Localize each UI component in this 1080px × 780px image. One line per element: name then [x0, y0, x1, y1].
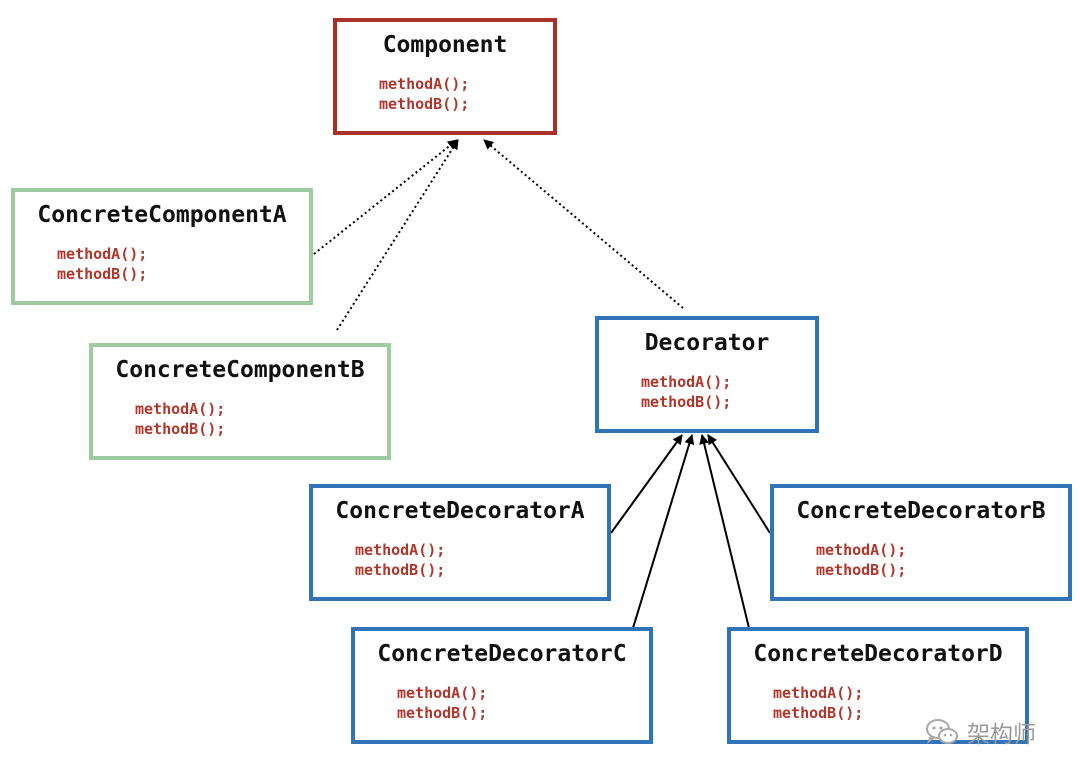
- edge-concrete-decorator-c-to-decorator: [632, 434, 695, 629]
- method-item: methodA();: [773, 684, 864, 702]
- method-list: methodA(); methodB();: [773, 683, 863, 723]
- method-list: methodA(); methodB();: [355, 540, 445, 580]
- edge-concrete-component-b-to-component: [336, 139, 459, 331]
- method-item: methodA();: [135, 400, 226, 418]
- method-item: methodA();: [355, 541, 446, 559]
- method-item: methodB();: [641, 393, 732, 411]
- class-box-concrete-component-b[interactable]: ConcreteComponentB methodA(); methodB();: [89, 343, 391, 460]
- edge-concrete-decorator-b-to-decorator: [707, 434, 771, 534]
- watermark: 架构师: [925, 716, 1036, 748]
- class-name: ConcreteDecoratorD: [753, 641, 1003, 667]
- class-box-concrete-decorator-a[interactable]: ConcreteDecoratorA methodA(); methodB();: [309, 484, 611, 601]
- method-item: methodB();: [57, 265, 148, 283]
- class-box-decorator[interactable]: Decorator methodA(); methodB();: [595, 316, 819, 433]
- class-box-concrete-decorator-b[interactable]: ConcreteDecoratorB methodA(); methodB();: [770, 484, 1072, 601]
- edge-concrete-component-a-to-component: [313, 139, 458, 255]
- method-item: methodA();: [397, 684, 488, 702]
- edge-decorator-to-component: [483, 139, 684, 309]
- class-box-component[interactable]: Component methodA(); methodB();: [333, 18, 557, 135]
- class-name: ConcreteDecoratorB: [796, 498, 1046, 524]
- class-name: ConcreteComponentA: [37, 202, 287, 228]
- class-name: ConcreteComponentB: [115, 357, 365, 383]
- method-item: methodB();: [816, 561, 907, 579]
- method-item: methodB();: [355, 561, 446, 579]
- class-name: ConcreteDecoratorC: [377, 641, 627, 667]
- watermark-text: 架构师: [967, 722, 1036, 748]
- class-box-concrete-decorator-c[interactable]: ConcreteDecoratorC methodA(); methodB();: [351, 627, 653, 744]
- method-list: methodA(); methodB();: [816, 540, 906, 580]
- method-item: methodA();: [816, 541, 907, 559]
- method-list: methodA(); methodB();: [397, 683, 487, 723]
- edge-concrete-decorator-a-to-decorator: [610, 434, 683, 534]
- method-list: methodA(); methodB();: [57, 244, 147, 284]
- class-box-concrete-decorator-d[interactable]: ConcreteDecoratorD methodA(); methodB();: [727, 627, 1029, 744]
- method-item: methodA();: [641, 373, 732, 391]
- edge-concrete-decorator-d-to-decorator: [699, 434, 750, 629]
- method-list: methodA(); methodB();: [379, 74, 469, 114]
- method-item: methodB();: [397, 704, 488, 722]
- class-name: Decorator: [644, 330, 770, 356]
- method-item: methodB();: [135, 420, 226, 438]
- method-item: methodA();: [379, 75, 470, 93]
- method-list: methodA(); methodB();: [641, 372, 731, 412]
- wechat-icon: [926, 719, 958, 744]
- method-item: methodB();: [379, 95, 470, 113]
- class-name: Component: [382, 32, 508, 58]
- method-item: methodA();: [57, 245, 148, 263]
- method-list: methodA(); methodB();: [135, 399, 225, 439]
- method-item: methodB();: [773, 704, 864, 722]
- class-box-concrete-component-a[interactable]: ConcreteComponentA methodA(); methodB();: [11, 188, 313, 305]
- class-name: ConcreteDecoratorA: [335, 498, 585, 524]
